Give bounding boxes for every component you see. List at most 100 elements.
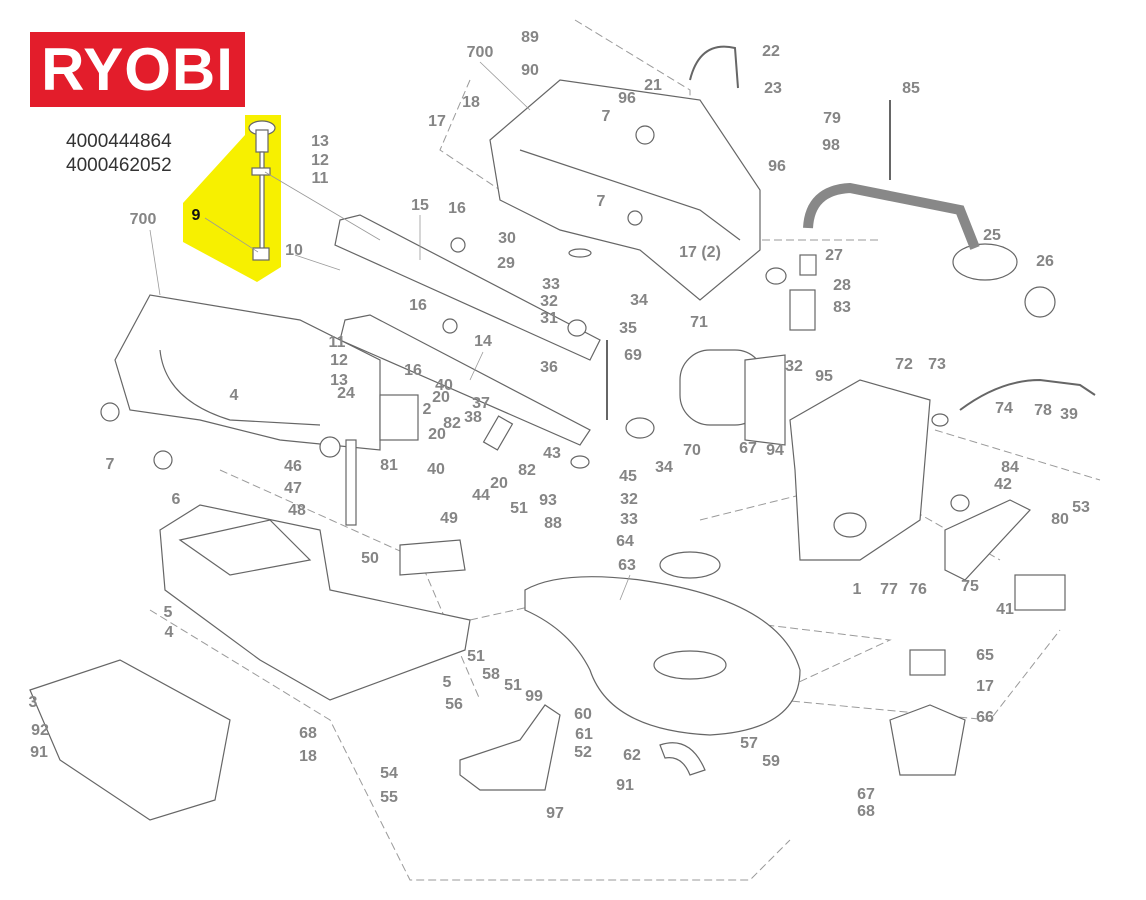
- part-label[interactable]: 5: [163, 604, 173, 621]
- part-label[interactable]: 39: [1060, 406, 1078, 423]
- part-label[interactable]: 33: [620, 511, 638, 528]
- part-label[interactable]: 57: [740, 735, 758, 752]
- part-label[interactable]: 22: [762, 43, 780, 60]
- part-label[interactable]: 16: [404, 362, 422, 379]
- part-label[interactable]: 12: [311, 152, 329, 169]
- part-label-highlighted[interactable]: 9: [191, 207, 201, 224]
- part-label[interactable]: 91: [616, 777, 634, 794]
- part-label[interactable]: 23: [764, 80, 782, 97]
- part-label[interactable]: 83: [833, 299, 851, 316]
- part-label[interactable]: 62: [623, 747, 641, 764]
- part-label[interactable]: 25: [983, 227, 1001, 244]
- part-label[interactable]: 72: [895, 356, 913, 373]
- part-label[interactable]: 82: [518, 462, 536, 479]
- part-label[interactable]: 89: [521, 29, 539, 46]
- part-label[interactable]: 85: [902, 80, 920, 97]
- part-label[interactable]: 27: [825, 247, 843, 264]
- part-label[interactable]: 90: [521, 62, 539, 79]
- part-label[interactable]: 78: [1034, 402, 1052, 419]
- part-label[interactable]: 51: [510, 500, 528, 517]
- part-label[interactable]: 56: [445, 696, 463, 713]
- part-label[interactable]: 60: [574, 706, 592, 723]
- part-label[interactable]: 75: [961, 578, 979, 595]
- part-label[interactable]: 99: [525, 688, 543, 705]
- part-label[interactable]: 36: [540, 359, 558, 376]
- part-label[interactable]: 82: [443, 415, 461, 432]
- part-label[interactable]: 29: [497, 255, 515, 272]
- part-label[interactable]: 3: [28, 694, 38, 711]
- part-label[interactable]: 10: [285, 242, 303, 259]
- part-label[interactable]: 66: [976, 709, 994, 726]
- part-label[interactable]: 68: [299, 725, 317, 742]
- part-label[interactable]: 41: [996, 601, 1014, 618]
- part-label[interactable]: 32: [540, 293, 558, 310]
- part-label[interactable]: 37: [472, 395, 490, 412]
- part-label[interactable]: 74: [995, 400, 1013, 417]
- part-label[interactable]: 6: [171, 491, 181, 508]
- part-label[interactable]: 73: [928, 356, 946, 373]
- part-label[interactable]: 44: [472, 487, 490, 504]
- part-label[interactable]: 98: [822, 137, 840, 154]
- part-label[interactable]: 30: [498, 230, 516, 247]
- part-label[interactable]: 68: [857, 803, 875, 820]
- part-label[interactable]: 33: [542, 276, 560, 293]
- part-label[interactable]: 71: [690, 314, 708, 331]
- part-label[interactable]: 76: [909, 581, 927, 598]
- part-label[interactable]: 13: [330, 372, 348, 389]
- part-label[interactable]: 84: [1001, 459, 1019, 476]
- part-label[interactable]: 96: [768, 158, 786, 175]
- part-label[interactable]: 35: [619, 320, 637, 337]
- part-label[interactable]: 17: [976, 678, 994, 695]
- part-label[interactable]: 11: [328, 334, 346, 351]
- part-label[interactable]: 67: [857, 786, 875, 803]
- part-label[interactable]: 700: [466, 44, 494, 61]
- part-label[interactable]: 38: [464, 409, 482, 426]
- part-label[interactable]: 4: [164, 624, 174, 641]
- part-label[interactable]: 45: [619, 468, 637, 485]
- part-label[interactable]: 32: [620, 491, 638, 508]
- part-label[interactable]: 51: [467, 648, 485, 665]
- part-label[interactable]: 63: [618, 557, 636, 574]
- part-label[interactable]: 34: [655, 459, 673, 476]
- part-label[interactable]: 51: [504, 677, 522, 694]
- part-label[interactable]: 47: [284, 480, 302, 497]
- part-label[interactable]: 7: [601, 108, 611, 125]
- part-label[interactable]: 31: [540, 310, 558, 327]
- part-label[interactable]: 80: [1051, 511, 1069, 528]
- part-label[interactable]: 40: [427, 461, 445, 478]
- part-label[interactable]: 17 (2): [679, 244, 721, 261]
- part-label[interactable]: 18: [462, 94, 480, 111]
- part-label[interactable]: 70: [683, 442, 701, 459]
- part-label[interactable]: 34: [630, 292, 648, 309]
- part-label[interactable]: 59: [762, 753, 780, 770]
- part-label[interactable]: 7: [596, 193, 606, 210]
- part-label[interactable]: 91: [30, 744, 48, 761]
- part-label[interactable]: 2: [422, 401, 432, 418]
- part-label[interactable]: 20: [490, 475, 508, 492]
- part-label[interactable]: 46: [284, 458, 302, 475]
- part-label[interactable]: 43: [543, 445, 561, 462]
- part-label[interactable]: 5: [442, 674, 452, 691]
- part-label[interactable]: 77: [880, 581, 898, 598]
- part-label[interactable]: 94: [766, 442, 784, 459]
- part-label[interactable]: 61: [575, 726, 593, 743]
- part-label[interactable]: 93: [539, 492, 557, 509]
- part-label[interactable]: 1: [852, 581, 862, 598]
- part-label[interactable]: 95: [815, 368, 833, 385]
- part-label[interactable]: 58: [482, 666, 500, 683]
- part-label[interactable]: 17: [428, 113, 446, 130]
- part-label[interactable]: 20: [428, 426, 446, 443]
- part-label[interactable]: 79: [823, 110, 841, 127]
- part-label[interactable]: 7: [105, 456, 115, 473]
- part-label[interactable]: 92: [31, 722, 49, 739]
- part-label[interactable]: 52: [574, 744, 592, 761]
- part-label[interactable]: 48: [288, 502, 306, 519]
- part-label[interactable]: 67: [739, 440, 757, 457]
- part-label[interactable]: 28: [833, 277, 851, 294]
- part-label[interactable]: 16: [409, 297, 427, 314]
- part-label[interactable]: 81: [380, 457, 398, 474]
- part-label[interactable]: 53: [1072, 499, 1090, 516]
- part-label[interactable]: 4: [229, 387, 239, 404]
- part-label[interactable]: 26: [1036, 253, 1054, 270]
- part-label[interactable]: 69: [624, 347, 642, 364]
